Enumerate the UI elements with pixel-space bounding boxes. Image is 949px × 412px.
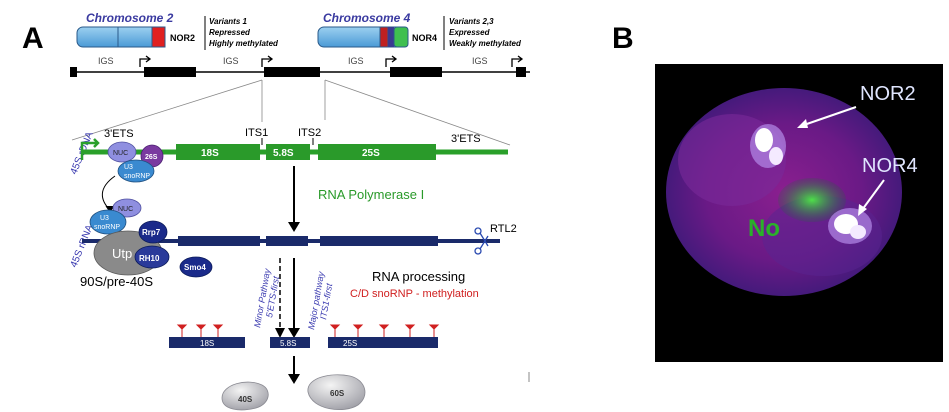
- rrp7-label: Rrp7: [142, 228, 161, 237]
- rh10-label: RH10: [139, 254, 160, 263]
- rtl2-label: RTL2: [490, 223, 517, 235]
- subunit-40s-label: 40S: [238, 395, 253, 404]
- snornp-mid-label: snoRNP: [94, 224, 120, 231]
- complex-name: 90S/pre-40S: [80, 274, 153, 289]
- promoter-arrow-icon: [139, 55, 152, 67]
- micro-no-label: No: [748, 215, 780, 242]
- smo4-label: Smo4: [184, 263, 206, 272]
- chromosome-4: Chromosome 4 NOR4 Variants 2,3 Expressed…: [317, 11, 522, 50]
- chromosome-4-title: Chromosome 4: [323, 11, 411, 25]
- microscopy-image: NOR2 NOR4 No: [655, 64, 943, 362]
- processing-title: RNA processing: [372, 269, 465, 284]
- processing-pathways: Minor Pathway 5'ETS-first Major pathway …: [252, 258, 479, 338]
- mature-18s-label: 18S: [200, 339, 214, 348]
- chromosome-2: Chromosome 2 NOR2 Variants 1 Repressed H…: [76, 11, 279, 50]
- pol-label: RNA Polymerase I: [318, 187, 424, 202]
- nor2-label: NOR2: [170, 33, 195, 43]
- nuc-top-label: NUC: [113, 150, 128, 157]
- nor2-signal: [750, 124, 786, 168]
- pre40s-complex: NUC U3 snoRNP Utp Rrp7 RH10 Smo4 90S/pre…: [80, 198, 213, 289]
- micro-nor2-label: NOR2: [860, 83, 916, 105]
- igs-label-2: IGS: [223, 56, 239, 66]
- rdna-25s-label: 25S: [362, 148, 380, 159]
- igs-label-1: IGS: [98, 56, 114, 66]
- s26-label: 26S: [145, 154, 158, 161]
- chr2-note-1: Variants 1: [209, 17, 247, 26]
- chr2-note-2: Repressed: [209, 28, 251, 37]
- chr4-note-1: Variants 2,3: [449, 17, 494, 26]
- snornp-top-label: snoRNP: [124, 173, 150, 180]
- methylation-mark-icon: [176, 324, 440, 337]
- rdna-its2-label: ITS2: [298, 127, 321, 139]
- mature-58s-label: 5.8S: [280, 339, 296, 348]
- utp-label: Utp: [112, 246, 132, 261]
- rdna-3ets-label: 3'ETS: [451, 133, 481, 145]
- panel-a-label: A: [22, 22, 44, 55]
- rdna-array: IGS IGS IGS IGS: [70, 55, 530, 146]
- rdna-5ets-label: 3'ETS: [104, 128, 134, 140]
- rdna-its1-label: ITS1: [245, 127, 268, 139]
- nor4-signal: [828, 208, 872, 244]
- igs-label-4: IGS: [472, 56, 488, 66]
- snornp-cluster-top: NUC 26S U3 snoRNP: [101, 141, 164, 213]
- chr4-note-2: Expressed: [449, 28, 491, 37]
- chr2-note-3: Highly methylated: [209, 39, 279, 48]
- rrna-label: 45S rRNA: [69, 223, 96, 269]
- nuc-mid-label: NUC: [118, 206, 133, 213]
- rdna-18s-label: 18S: [201, 148, 219, 159]
- processing-subtitle: C/D snoRNP - methylation: [350, 288, 479, 300]
- mature-25s-label: 25S: [343, 339, 357, 348]
- nor4-label: NOR4: [412, 33, 437, 43]
- chr4-note-3: Weakly methylated: [449, 39, 522, 48]
- panel-b-label: B: [612, 22, 634, 55]
- chromosome-2-title: Chromosome 2: [86, 11, 174, 25]
- subunit-60s-label: 60S: [330, 389, 345, 398]
- mature-rrnas: 18S 5.8S 25S: [169, 324, 440, 348]
- igs-label-3: IGS: [348, 56, 364, 66]
- u3-top-label: U3: [124, 164, 133, 171]
- promoter-arrow-icon: [261, 55, 274, 67]
- promoter-arrow-icon: [385, 55, 398, 67]
- polymerase-step: RNA Polymerase I: [288, 166, 424, 232]
- ribosome-subunits: 40S 60S: [221, 356, 530, 411]
- scissors-icon: [474, 227, 489, 255]
- nucleolus: [778, 178, 846, 222]
- u3-mid-label: U3: [100, 215, 109, 222]
- rdna-58s-label: 5.8S: [273, 148, 294, 159]
- promoter-arrow-icon: [511, 55, 524, 67]
- micro-nor4-label: NOR4: [862, 155, 918, 177]
